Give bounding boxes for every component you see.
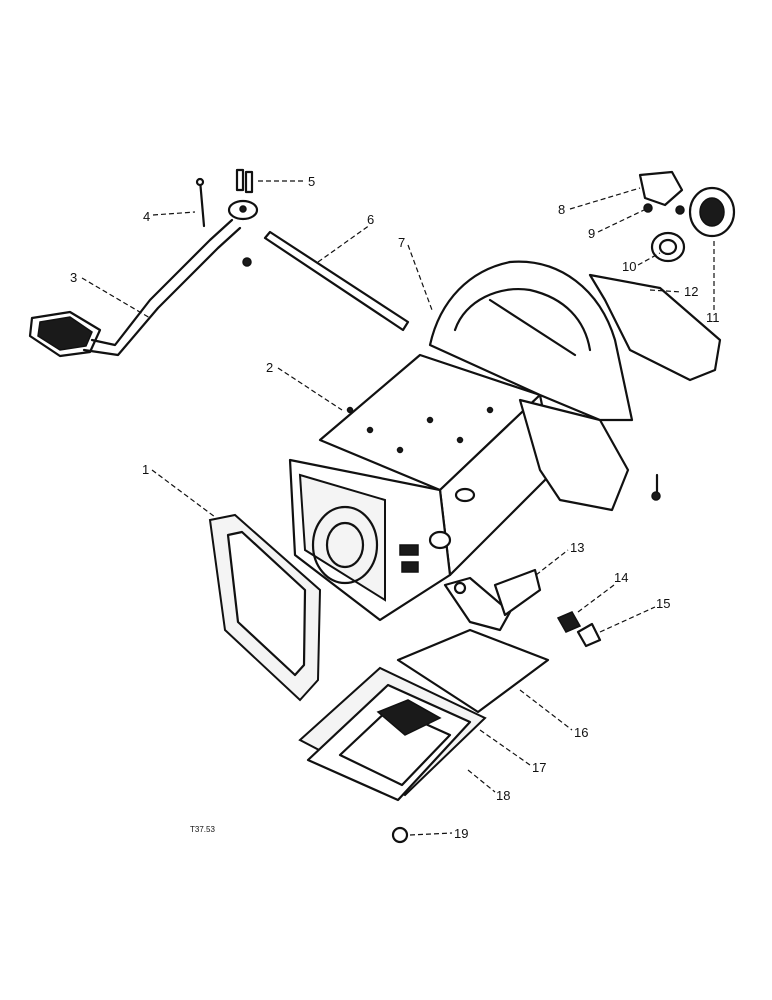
transmission-housing (288, 260, 634, 622)
callout-18: 18 (496, 788, 510, 803)
sump-pan (306, 683, 472, 802)
cross-shaft (263, 230, 410, 332)
seal (650, 231, 686, 263)
callout-numbers: 1 2 3 4 5 6 7 8 9 10 11 12 13 14 15 16 1… (70, 174, 720, 841)
plug (556, 611, 582, 633)
callout-3: 3 (70, 270, 77, 285)
callout-1: 1 (142, 462, 149, 477)
callout-8: 8 (558, 202, 565, 217)
drain-plug (391, 826, 409, 844)
callout-7: 7 (398, 235, 405, 250)
callout-15: 15 (656, 596, 670, 611)
callout-19: 19 (454, 826, 468, 841)
pedal-lever (28, 199, 259, 358)
callout-12: 12 (684, 284, 698, 299)
lever-bracket (443, 568, 542, 632)
side-gasket (208, 513, 322, 702)
flat-plate (396, 628, 550, 714)
drawing-reference: T37.53 (190, 825, 215, 834)
callout-6: 6 (367, 212, 374, 227)
callout-16: 16 (574, 725, 588, 740)
pin (195, 177, 206, 228)
screw (651, 473, 661, 501)
callout-10: 10 (622, 259, 636, 274)
callout-5: 5 (308, 174, 315, 189)
leader-lines (81, 180, 715, 836)
callout-17: 17 (532, 760, 546, 775)
callout-11: 11 (706, 310, 720, 325)
bearing-cover (638, 170, 685, 215)
callout-13: 13 (570, 540, 584, 555)
callout-2: 2 (266, 360, 273, 375)
bearing-ring (688, 186, 736, 238)
top-cover-plate (588, 273, 722, 382)
callout-4: 4 (143, 209, 150, 224)
bolts (235, 168, 254, 267)
cap (576, 622, 602, 648)
callout-14: 14 (614, 570, 628, 585)
callout-9: 9 (588, 226, 595, 241)
